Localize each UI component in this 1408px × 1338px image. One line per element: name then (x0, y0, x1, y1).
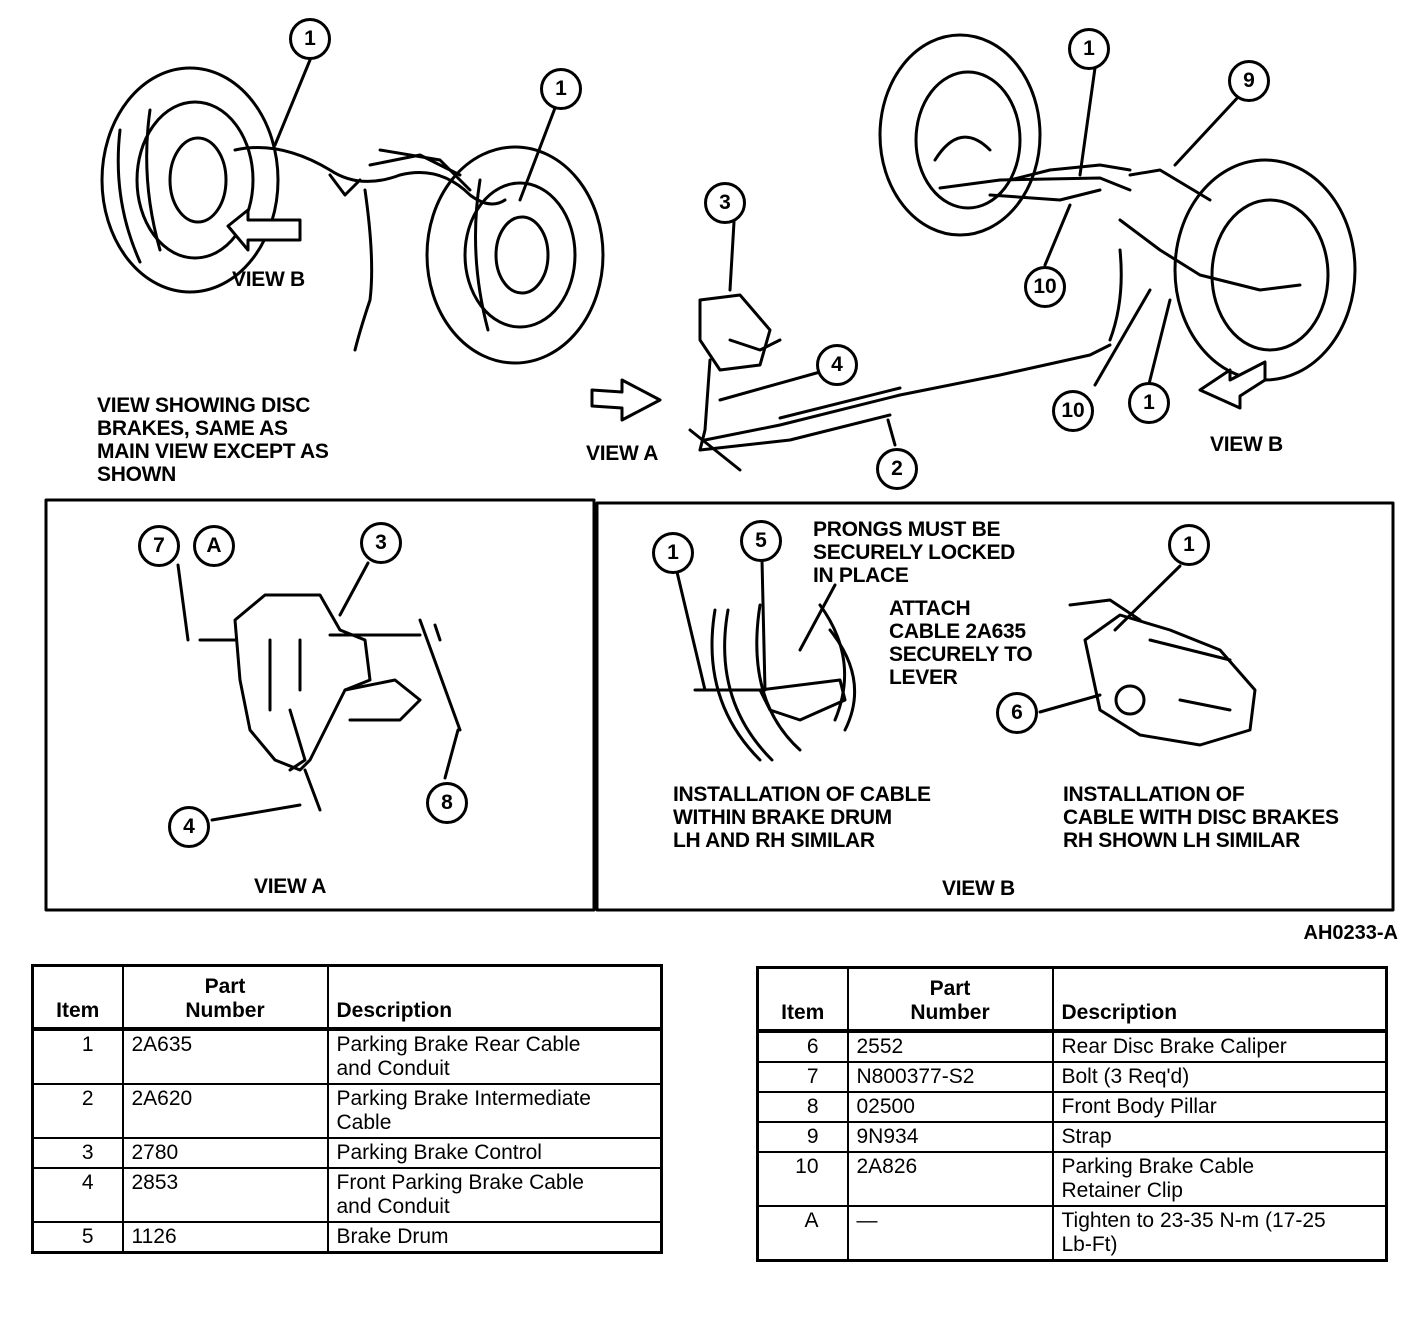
left-wheel-drawing (100, 66, 280, 294)
cell-item: 5 (31, 1221, 124, 1254)
disc-installation-caption: INSTALLATION OF CABLE WITH DISC BRAKES R… (1063, 783, 1339, 852)
col-item: Item (756, 966, 849, 1032)
callout-A: A (193, 525, 235, 567)
cell-item: 7 (756, 1061, 849, 1093)
view-b-arrow (226, 208, 302, 252)
callout-3: 3 (360, 522, 402, 564)
view-b-arrow-right (1198, 360, 1267, 410)
right-wheel-drawing (425, 145, 605, 365)
view-b-label: VIEW B (1210, 433, 1283, 456)
cell-part-number: 1126 (121, 1221, 329, 1254)
view-a-arrow (590, 378, 662, 422)
cell-part-number: 2853 (121, 1167, 329, 1223)
view-a-frame (44, 498, 596, 912)
cell-part-number: 9N934 (846, 1121, 1054, 1153)
callout-3: 3 (704, 182, 746, 224)
cell-description: Front Body Pillar (1051, 1091, 1388, 1123)
rear-cable-left (233, 146, 507, 206)
cell-part-number: 2A826 (846, 1151, 1054, 1207)
disc-caliper-drawing (1068, 598, 1257, 747)
figure-code: AH0233-A (1303, 922, 1398, 944)
cell-item: 3 (31, 1137, 124, 1169)
cell-description: Front Parking Brake Cable and Conduit (326, 1167, 663, 1223)
cell-description: Tighten to 23-35 N-m (17-25 Lb-Ft) (1051, 1205, 1388, 1262)
callout-4: 4 (168, 806, 210, 848)
callout-1: 1 (289, 18, 331, 60)
callout-6: 6 (996, 692, 1038, 734)
attach-cable-note: ATTACH CABLE 2A635 SECURELY TO LEVER (889, 597, 1033, 689)
callout-7: 7 (138, 525, 180, 567)
cell-part-number: 2552 (846, 1030, 1054, 1063)
cell-description: Brake Drum (326, 1221, 663, 1254)
callout-5: 5 (740, 520, 782, 562)
cell-part-number: 02500 (846, 1091, 1054, 1123)
cell-part-number: 2A620 (121, 1083, 329, 1139)
callout-1: 1 (1128, 382, 1170, 424)
cell-description: Rear Disc Brake Caliper (1051, 1030, 1388, 1063)
disc-brake-note: VIEW SHOWING DISC BRAKES, SAME AS MAIN V… (97, 394, 329, 486)
control-assembly-drawing (698, 293, 782, 452)
view-b-label: VIEW B (232, 268, 305, 291)
cell-description: Parking Brake Cable Retainer Clip (1051, 1151, 1388, 1207)
cell-part-number: 2780 (121, 1137, 329, 1169)
cell-description: Parking Brake Control (326, 1137, 663, 1169)
view-b-caption: VIEW B (942, 877, 1015, 900)
view-b-frame (595, 501, 1395, 912)
cell-item: 4 (31, 1167, 124, 1223)
right-assembly-drawing (878, 33, 1357, 382)
cell-item: 10 (756, 1151, 849, 1207)
callout-1: 1 (540, 68, 582, 110)
cell-item: 8 (756, 1091, 849, 1123)
col-description: Description (1051, 966, 1388, 1032)
intermediate-cable (703, 343, 1112, 442)
cell-item: A (756, 1205, 849, 1262)
cell-item: 9 (756, 1121, 849, 1153)
cell-part-number: — (846, 1205, 1054, 1262)
cell-description: Bolt (3 Req'd) (1051, 1061, 1388, 1093)
callout-9: 9 (1228, 60, 1270, 102)
callout-2: 2 (876, 448, 918, 490)
brake-drum-drawing (693, 603, 857, 762)
callout-10: 10 (1052, 390, 1094, 432)
view-a-caption: VIEW A (254, 875, 327, 898)
col-item: Item (31, 964, 124, 1030)
drum-installation-caption: INSTALLATION OF CABLE WITHIN BRAKE DRUM … (673, 783, 931, 852)
col-part-number: Part Number (846, 966, 1054, 1032)
callout-1: 1 (652, 532, 694, 574)
cell-item: 6 (756, 1030, 849, 1063)
callout-1: 1 (1168, 524, 1210, 566)
prongs-note: PRONGS MUST BE SECURELY LOCKED IN PLACE (813, 518, 1016, 587)
cell-description: Parking Brake Rear Cable and Conduit (326, 1028, 663, 1085)
cell-item: 2 (31, 1083, 124, 1139)
callout-10: 10 (1024, 266, 1066, 308)
callout-8: 8 (426, 782, 468, 824)
view-a-control-drawing (198, 593, 462, 812)
cell-description: Parking Brake Intermediate Cable (326, 1083, 663, 1139)
view-a-label: VIEW A (586, 442, 659, 465)
table-row: A—Tighten to 23-35 N-m (17-25 Lb-Ft) (756, 1205, 1388, 1262)
callout-4: 4 (816, 344, 858, 386)
col-part-number: Part Number (121, 964, 329, 1030)
cell-description: Strap (1051, 1121, 1388, 1153)
col-description: Description (326, 964, 663, 1030)
cell-part-number: 2A635 (121, 1028, 329, 1085)
cell-item: 1 (31, 1028, 124, 1085)
callout-1: 1 (1068, 28, 1110, 70)
cell-part-number: N800377-S2 (846, 1061, 1054, 1093)
